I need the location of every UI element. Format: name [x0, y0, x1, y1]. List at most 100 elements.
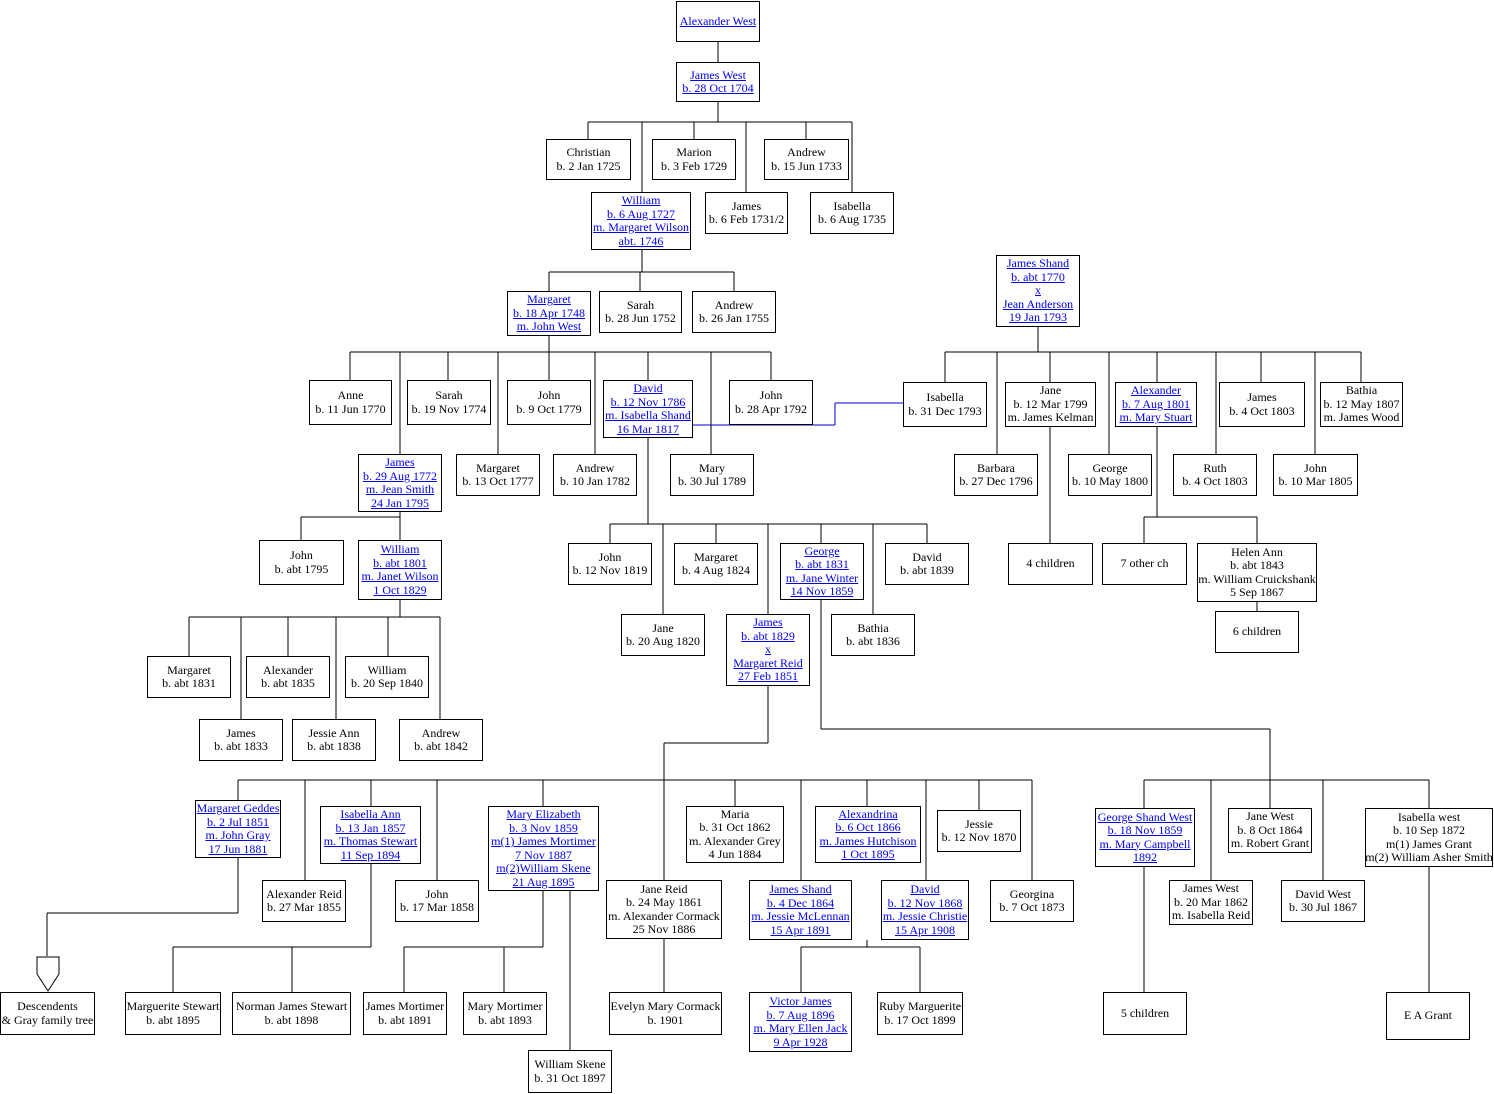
person-line: b. 13 Oct 1777	[462, 474, 534, 488]
person-line: b. abt 1895	[146, 1012, 200, 1027]
person-line: 15 Apr 1908	[895, 922, 955, 937]
person-line: b. 30 Jul 1867	[1288, 900, 1357, 914]
person-line: b. 12 Nov 1868	[887, 895, 963, 910]
person-line: Maria	[720, 806, 750, 821]
person-line: Evelyn Mary Cormack	[610, 999, 721, 1013]
person-line: 5 Sep 1867	[1230, 585, 1284, 599]
person-line: m. William Cruickshank	[1198, 571, 1316, 586]
person-line: Isabella	[833, 198, 871, 213]
person-line: b. 9 Oct 1779	[516, 401, 582, 416]
person-line: Jessie	[965, 816, 993, 831]
person-line: 1 Oct 1829	[373, 582, 427, 597]
person-line: 7 Nov 1887	[515, 847, 572, 862]
person-line: Margaret	[694, 549, 738, 564]
person-line: Jane West	[1246, 809, 1294, 824]
person-line: William	[621, 193, 661, 207]
person-line: 17 Jun 1881	[208, 841, 268, 856]
person-line: 27 Feb 1851	[738, 669, 798, 684]
person-line: James Shand	[769, 882, 832, 896]
person-line: Alexander	[1131, 383, 1181, 398]
person-line: m. James Wood	[1323, 410, 1400, 425]
person-line: 7 other ch	[1120, 556, 1169, 571]
person-line: b. 12 May 1807	[1323, 396, 1400, 411]
person-line: John	[537, 388, 561, 402]
person-line: 25 Nov 1886	[632, 922, 696, 936]
person-line: b. 12 Mar 1799	[1013, 396, 1088, 411]
person-line: m. Mary Ellen Jack	[753, 1021, 848, 1035]
person-line: 24 Jan 1795	[371, 495, 429, 510]
person-line: Barbara	[977, 460, 1015, 475]
person-line: b. 2 Jan 1725	[556, 158, 621, 173]
person-line: b. abt 1829	[741, 628, 795, 643]
person-line: b. 18 Apr 1748	[513, 305, 585, 320]
person-line: b. 10 May 1800	[1072, 474, 1148, 488]
person-line: b. 10 Sep 1872	[1393, 823, 1465, 837]
person-line: Mary Mortimer	[467, 999, 543, 1013]
person-line: Marion	[676, 145, 712, 159]
person-line: Isabella Ann	[340, 807, 401, 821]
person-line: Norman James Stewart	[235, 999, 348, 1013]
person-line: m. Alexander Grey	[689, 833, 781, 848]
person-line: b. 7 Oct 1873	[999, 900, 1065, 914]
person-line: b. 31 Oct 1897	[534, 1070, 606, 1085]
person-line: b. 24 May 1861	[626, 895, 702, 909]
person-line: b. 17 Mar 1858	[400, 900, 474, 914]
person-line: Isabella west	[1397, 809, 1461, 824]
person-line: m. Jean Smith	[365, 482, 435, 496]
person-line: George	[1092, 460, 1128, 475]
person-line: Sarah	[435, 388, 463, 402]
person-line: b. 31 Oct 1862	[699, 820, 771, 834]
person-line: Margaret	[476, 460, 520, 475]
person-line: m(2) William Asher Smith	[1365, 850, 1493, 864]
person-line: John	[425, 886, 449, 901]
person-line: James West	[1183, 881, 1239, 896]
person-line: b. 7 Aug 1801	[1121, 396, 1190, 411]
person-line: 19 Jan 1793	[1009, 310, 1067, 325]
person-line: b. abt 1770	[1011, 269, 1065, 284]
person-line: Mary Elizabeth	[506, 807, 581, 821]
person-line: John	[759, 388, 783, 402]
person-line: b. abt 1842	[414, 739, 468, 753]
person-alexander-west[interactable]: Alexander West	[676, 1, 760, 42]
person-line: b. abt 1843	[1230, 558, 1284, 572]
person-line: b. 20 Mar 1862	[1174, 894, 1248, 909]
person-line: b. 4 Dec 1864	[766, 895, 835, 910]
person-line: b. abt 1898	[264, 1012, 319, 1027]
person-line: b. 6 Feb 1731/2	[708, 212, 785, 226]
person-line: b. 10 Jan 1782	[560, 474, 630, 488]
person-line: m. Alexander Cormack	[608, 908, 720, 923]
